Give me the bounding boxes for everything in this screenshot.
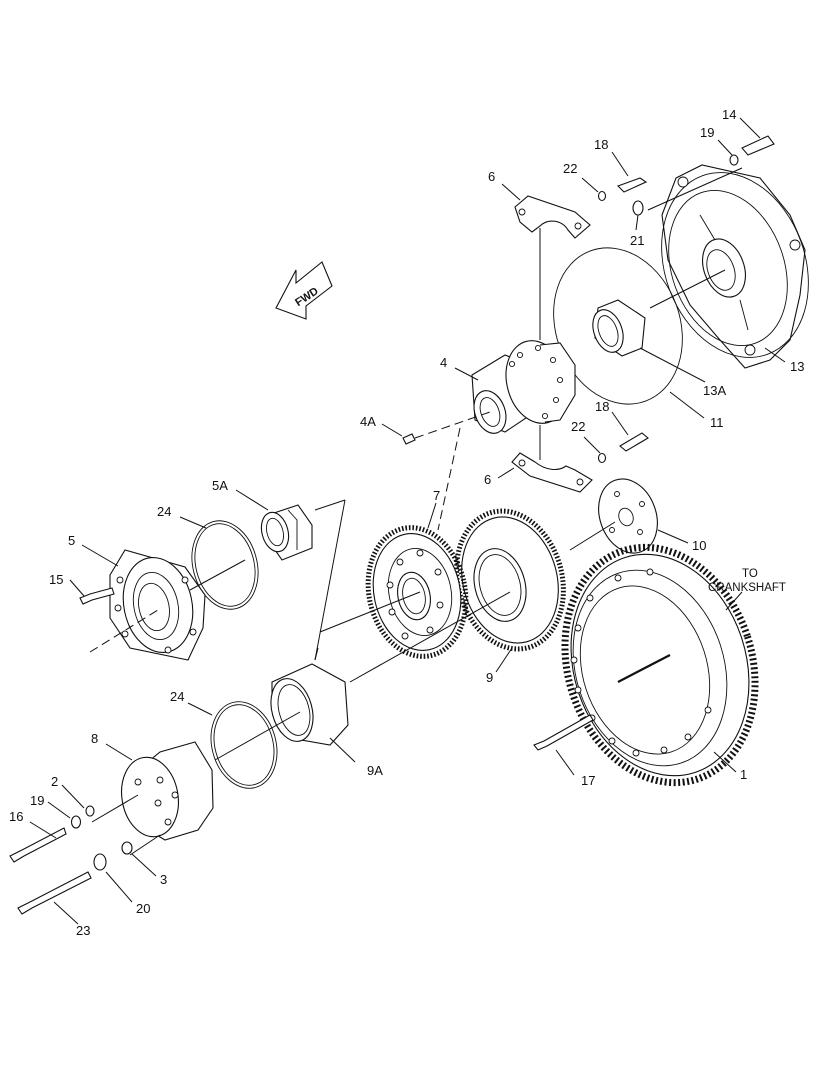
callout-7: 7 [433, 488, 440, 503]
callout-20: 20 [136, 901, 150, 916]
part-22-washer-lower [597, 452, 607, 464]
callout-11: 11 [710, 415, 724, 430]
callout-10: 10 [692, 538, 706, 553]
callout-labels: 14 19 18 22 6 21 13 13A 4 11 18 4A 22 6 … [9, 107, 804, 938]
part-13-housing [661, 164, 809, 369]
part-4a-pin [402, 433, 416, 445]
part-18-bolt-lower [619, 432, 649, 452]
callout-22-lower: 22 [571, 419, 585, 434]
part-6-retainer-upper [514, 195, 591, 239]
callout-5a: 5A [212, 478, 228, 493]
callout-23: 23 [76, 923, 90, 938]
callout-9a: 9A [367, 763, 383, 778]
part-17-bolt [533, 714, 594, 751]
callout-6-upper: 6 [488, 169, 495, 184]
callout-14: 14 [722, 107, 736, 122]
callout-13: 13 [790, 359, 804, 374]
part-6-retainer-lower [511, 452, 593, 493]
part-3-washer [121, 841, 133, 855]
part-1-crankshaft-gear [561, 543, 759, 787]
part-10-thrust-plate [598, 478, 658, 554]
part-19-washer-lower [70, 815, 82, 829]
part-4-idler-hub [471, 340, 576, 434]
callout-22-upper: 22 [563, 161, 577, 176]
fwd-arrow: FWD [275, 261, 333, 320]
callout-21: 21 [630, 233, 644, 248]
part-15-bolt [79, 587, 115, 605]
part-5-bearing-cap [109, 549, 206, 661]
note-line-1: TO [742, 568, 758, 580]
callout-13a: 13A [703, 383, 726, 398]
part-23-bolt [17, 871, 92, 915]
part-19-washer-upper [729, 154, 739, 166]
part-7-idler-gear [365, 525, 469, 659]
callout-4a: 4A [360, 414, 376, 429]
callout-9: 9 [486, 670, 493, 685]
part-24-seal-ring-lower [210, 701, 278, 789]
callout-16: 16 [9, 809, 23, 824]
callout-17: 17 [581, 773, 595, 788]
part-8-hub [121, 741, 214, 841]
callout-24-lower: 24 [170, 689, 184, 704]
callout-3: 3 [160, 872, 167, 887]
part-14-bolt [741, 135, 775, 156]
part-24-seal-ring-upper [191, 520, 259, 610]
part-20-washer [93, 853, 107, 871]
note-line-2: CRANKSHAFT [708, 582, 786, 594]
callout-8: 8 [91, 731, 98, 746]
callout-19-upper: 19 [700, 125, 714, 140]
callout-2: 2 [51, 774, 58, 789]
callout-1: 1 [740, 767, 747, 782]
callout-19-lower: 19 [30, 793, 44, 808]
part-5a-bearing [260, 504, 313, 561]
callout-5: 5 [68, 533, 75, 548]
callout-18-upper: 18 [594, 137, 608, 152]
part-22-washer-upper [597, 190, 607, 202]
assembly-axis-lines [89, 167, 743, 856]
part-18-bolt-upper [617, 177, 648, 193]
part-13a-bearing [592, 299, 646, 357]
callout-24-upper: 24 [157, 504, 171, 519]
leader-lines [29, 117, 786, 925]
part-21-washer [632, 200, 644, 216]
part-16-bolt [9, 827, 67, 863]
callout-15: 15 [49, 572, 63, 587]
crankshaft-note: TO CRANKSHAFT [708, 568, 786, 594]
callout-4: 4 [440, 355, 447, 370]
callout-6-lower: 6 [484, 472, 491, 487]
callout-18-lower: 18 [595, 399, 609, 414]
part-9-idler-gear [454, 508, 566, 652]
part-2-washer [85, 805, 95, 817]
part-9a-bearing [270, 663, 349, 746]
